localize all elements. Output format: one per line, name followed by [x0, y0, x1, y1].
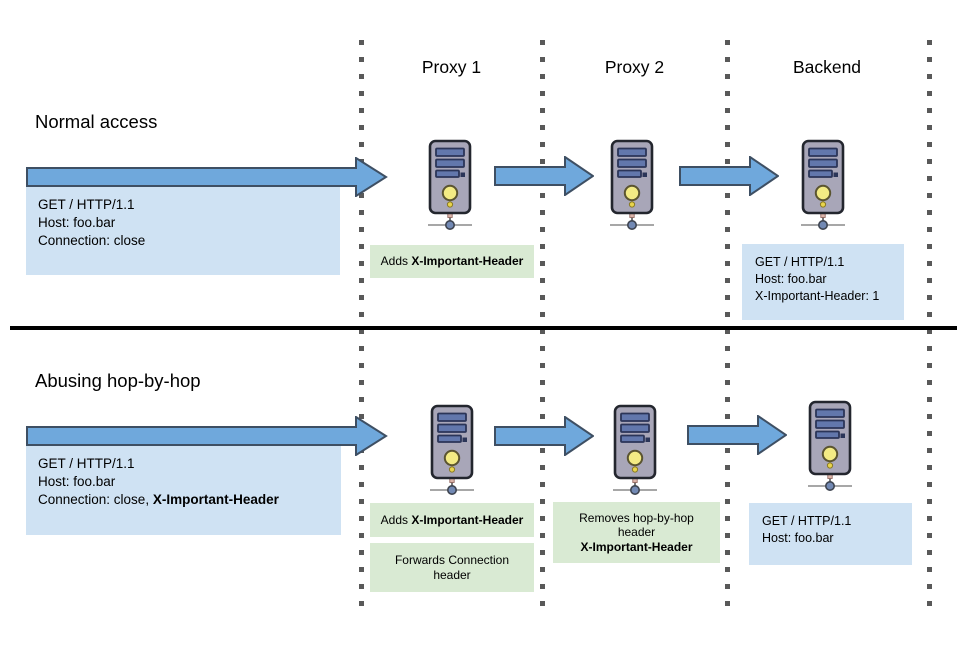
server-icon [424, 404, 480, 500]
note-proxy1-forwards-connection: Forwards Connection header [370, 543, 534, 592]
column-header-proxy1: Proxy 1 [421, 57, 482, 77]
request-headers-box-abuse: GET / HTTP/1.1 Host: foo.bar Connection:… [26, 446, 341, 535]
server-icon [607, 404, 663, 500]
lane-divider-2 [540, 40, 545, 607]
note-text: Forwards Connection header [394, 553, 510, 582]
column-header-backend: Backend [792, 57, 862, 77]
request-line: Connection: close [38, 233, 146, 248]
block-arrow-right-icon [687, 415, 787, 455]
block-arrow-right-icon [679, 156, 779, 196]
column-header-proxy2: Proxy 2 [604, 57, 665, 77]
lane-divider-1 [359, 40, 364, 607]
request-line: Host: foo.bar [762, 531, 834, 545]
request-line: Host: foo.bar [38, 474, 116, 489]
note-text: Removes hop-by-hop header [579, 510, 694, 540]
section-divider-line [10, 326, 957, 330]
request-line: GET / HTTP/1.1 [38, 456, 135, 471]
lane-divider-3 [725, 40, 730, 607]
lane-divider-4 [927, 40, 932, 607]
request-line: GET / HTTP/1.1 [762, 514, 852, 528]
request-line: GET / HTTP/1.1 [38, 197, 135, 212]
note-proxy2-removes-header: Removes hop-by-hop header X-Important-He… [553, 502, 720, 563]
section-title-abuse: Abusing hop-by-hop [35, 370, 201, 391]
request-line: Host: foo.bar [38, 215, 116, 230]
note-text-bold: X-Important-Header [580, 539, 693, 554]
backend-headers-box-abuse: GET / HTTP/1.1 Host: foo.bar [749, 503, 912, 565]
server-icon [795, 139, 851, 235]
note-proxy1-adds-header-normal: Adds X-Important-Header [370, 245, 534, 278]
request-line: GET / HTTP/1.1 [755, 255, 845, 269]
block-arrow-right-icon [494, 416, 594, 456]
request-line: X-Important-Header: 1 [755, 289, 880, 303]
server-icon [604, 139, 660, 235]
section-title-normal: Normal access [35, 111, 158, 132]
backend-headers-box-normal: GET / HTTP/1.1 Host: foo.bar X-Important… [742, 244, 904, 320]
note-text: Adds X-Important-Header [380, 512, 524, 527]
note-proxy1-adds-header-abuse: Adds X-Important-Header [370, 503, 534, 537]
server-icon [802, 400, 858, 496]
block-arrow-right-icon [494, 156, 594, 196]
request-headers-box-normal: GET / HTTP/1.1 Host: foo.bar Connection:… [26, 187, 340, 275]
note-text: Adds X-Important-Header [380, 254, 524, 269]
request-line: Connection: close, X-Important-Header [38, 492, 279, 507]
server-icon [422, 139, 478, 235]
request-line: Host: foo.bar [755, 272, 827, 286]
